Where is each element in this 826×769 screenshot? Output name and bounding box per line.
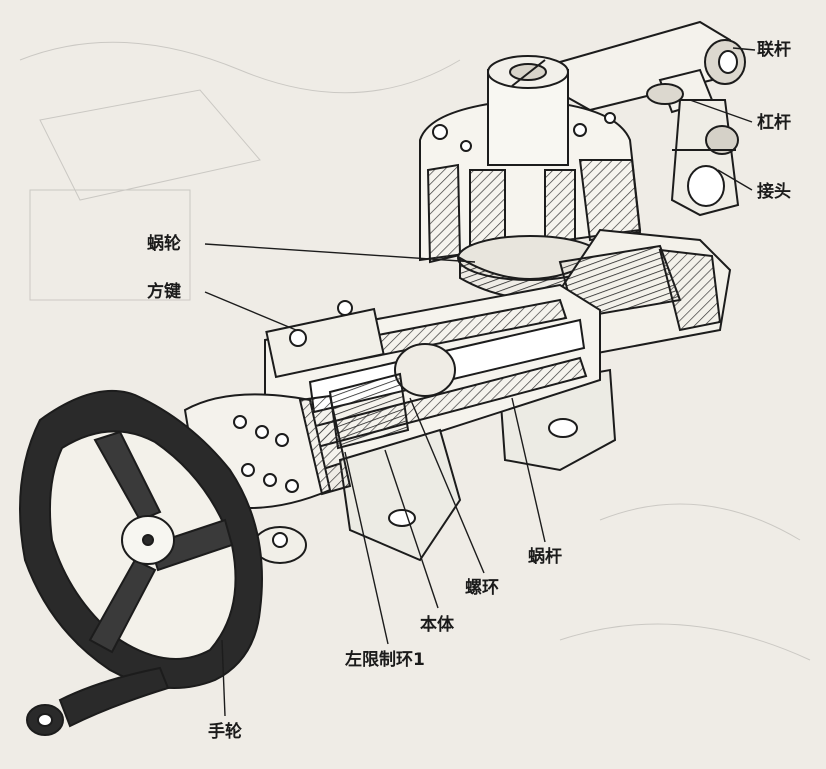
label-square-key: 方键 [147,281,181,302]
label-worm-wheel: 蜗轮 [147,233,181,254]
handwheel [19,389,263,736]
label-worm: 蜗杆 [528,547,562,567]
label-lever: 杠杆 [757,112,791,133]
label-joint: 接头 [757,181,791,202]
upper-housing [419,55,642,264]
part-labels: 联杆 杠杆 接头 蜗轮 方键 蜗杆 螺环 本体 左限制环1 手轮 [147,40,791,742]
label-body: 本体 [420,614,455,635]
label-left-limit-ring: 左限制环1 [345,649,425,670]
joint-bracket [670,99,740,217]
bore-housing [264,283,601,562]
label-link-rod: 联杆 [757,40,791,60]
leader-lines [204,47,756,717]
background-sketch [19,41,811,661]
label-handwheel: 手轮 [208,721,242,742]
label-screw-ring: 螺环 [465,578,499,598]
lever-arm [558,20,746,114]
